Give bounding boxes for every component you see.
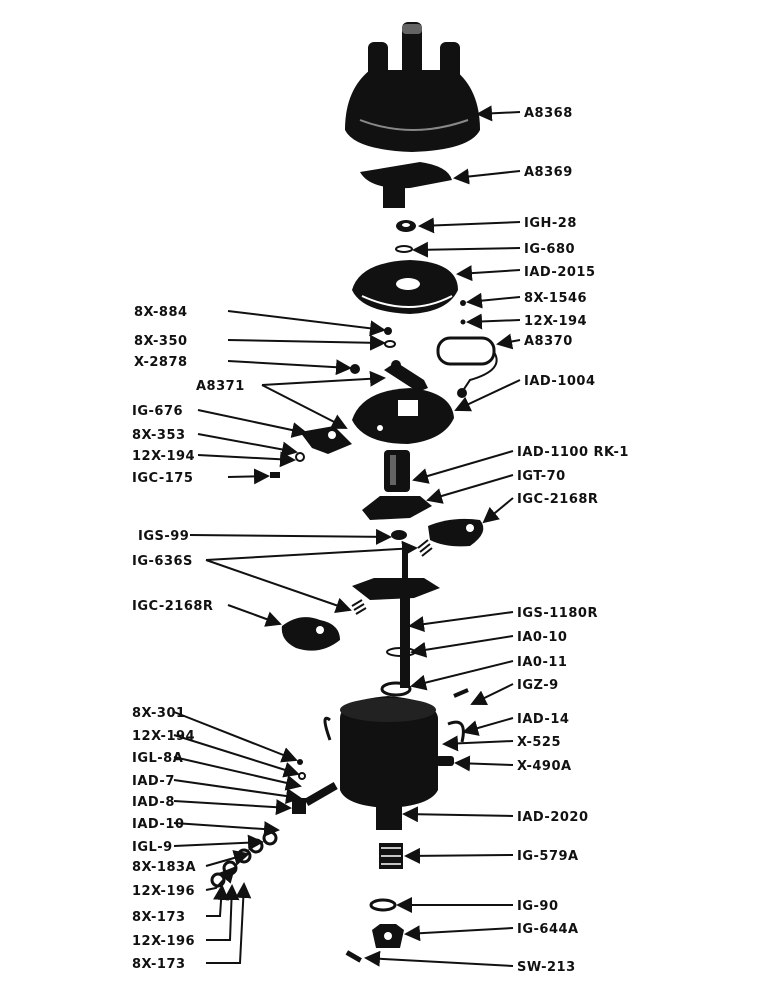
label-ig-680: IG-680 (524, 242, 575, 257)
leader-lines (173, 105, 521, 967)
label-a8368: A8368 (524, 106, 573, 121)
weight-right (428, 518, 484, 547)
label-8x-1546: 8X-1546 (524, 291, 587, 306)
label-iad-10: IAD-10 (132, 817, 184, 832)
labels-right: A8368 A8369 IGH-28 IG-680 IAD-2015 8X-15… (517, 106, 629, 975)
label-ig-579a: IG-579A (517, 849, 579, 864)
label-iad-2020: IAD-2020 (517, 810, 589, 825)
label-iad-8: IAD-8 (132, 795, 175, 810)
label-8x-353: 8X-353 (132, 428, 186, 443)
rotor (360, 162, 452, 208)
label-iad-7: IAD-7 (132, 774, 175, 789)
label-igh-28: IGH-28 (524, 216, 577, 231)
label-igs-1180r: IGS-1180R (517, 606, 598, 621)
breaker-plate-lower (352, 388, 454, 444)
condenser (436, 336, 498, 398)
label-x-490a: X-490A (517, 759, 572, 774)
label-a8369: A8369 (524, 165, 573, 180)
label-8x-884: 8X-884 (134, 305, 188, 320)
label-ig-644a: IG-644A (517, 922, 579, 937)
coupling (379, 843, 403, 869)
label-iad-2015: IAD-2015 (524, 265, 596, 280)
label-igc-2168r-left: IGC-2168R (132, 599, 213, 614)
label-iad-14: IAD-14 (517, 712, 569, 727)
label-igs-99: IGS-99 (138, 529, 189, 544)
retainer-clip (395, 245, 413, 253)
contact-points (384, 360, 428, 392)
ring-ig-90 (369, 898, 397, 912)
label-ia0-11: IA0-11 (517, 655, 567, 670)
lever-points (270, 426, 352, 478)
label-x-525: X-525 (517, 735, 561, 750)
label-8x-301: 8X-301 (132, 706, 186, 721)
label-ia0-10: IA0-10 (517, 630, 567, 645)
weight-left (281, 617, 340, 651)
label-x-2878: X-2878 (134, 355, 188, 370)
side-parts (210, 759, 338, 888)
label-igc-2168r-right: IGC-2168R (517, 492, 598, 507)
housing (323, 688, 469, 830)
springs-and-washer (351, 530, 433, 615)
label-12x-196-lower: 12X-196 (132, 934, 195, 949)
cam-assembly (362, 450, 432, 520)
labels-left: 8X-884 8X-350 X-2878 A8371 IG-676 8X-353… (132, 305, 245, 972)
label-8x-350: 8X-350 (134, 334, 188, 349)
label-igt-70: IGT-70 (517, 469, 566, 484)
label-8x-173-lower: 8X-173 (132, 957, 186, 972)
label-12x-194-left-upper: 12X-194 (132, 449, 195, 464)
label-igz-9: IGZ-9 (517, 678, 559, 693)
label-igc-175: IGC-175 (132, 471, 193, 486)
label-a8370: A8370 (524, 334, 573, 349)
washer-ia0-11 (380, 681, 412, 697)
label-12x-194-right: 12X-194 (524, 314, 587, 329)
label-ig-676: IG-676 (132, 404, 183, 419)
label-igl-9: IGL-9 (132, 840, 173, 855)
label-12x-194-left-lower: 12X-194 (132, 729, 195, 744)
breaker-plate-upper (352, 260, 458, 314)
distributor-cap (345, 22, 480, 152)
label-iad-1100-rk-1: IAD-1100 RK-1 (517, 445, 629, 460)
label-ig-90: IG-90 (517, 899, 559, 914)
pin-sw-213 (345, 950, 362, 963)
label-8x-183a: 8X-183A (132, 860, 196, 875)
gear-ig-644a (372, 924, 404, 948)
label-a8371: A8371 (196, 379, 245, 394)
label-12x-196-upper: 12X-196 (132, 884, 195, 899)
label-iad-1004: IAD-1004 (524, 374, 596, 389)
felt-wick (396, 220, 416, 232)
label-sw-213: SW-213 (517, 960, 576, 975)
label-8x-173-upper: 8X-173 (132, 910, 186, 925)
shaft-with-plate (352, 548, 440, 688)
label-ig-636s: IG-636S (132, 554, 193, 569)
label-igl-8a: IGL-8A (132, 751, 183, 766)
